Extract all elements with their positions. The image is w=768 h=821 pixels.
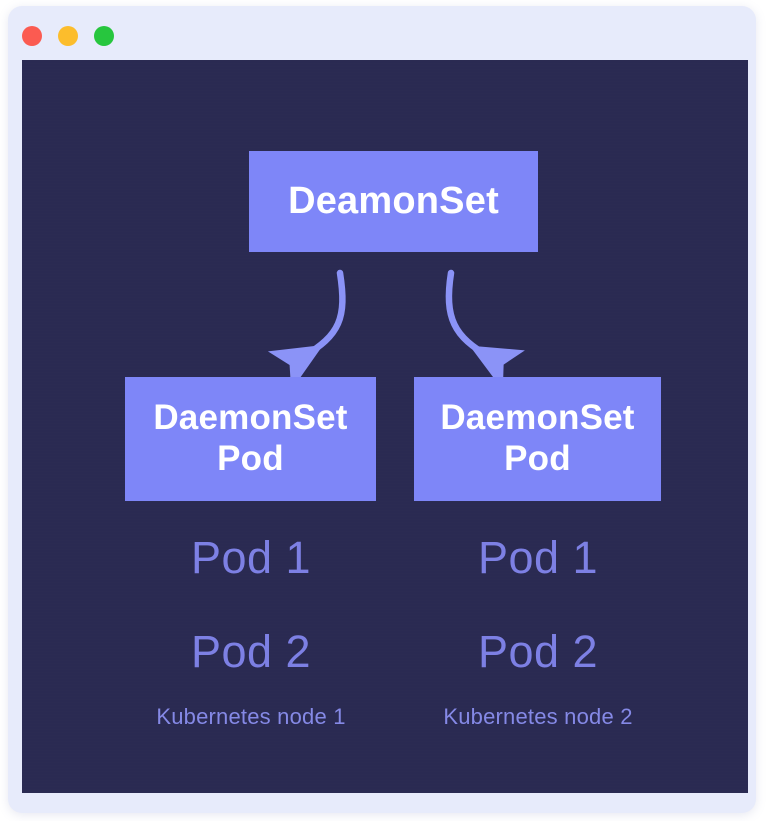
daemonset-pod-box-node-1-line2: Pod <box>217 439 284 478</box>
daemonset-pod-box-node-1-line1: DaemonSet <box>153 398 348 438</box>
title-bar <box>8 6 756 60</box>
daemonset-pod-box-node-1-text: DaemonSet Pod <box>153 398 347 479</box>
app-window: DeamonSet DaemonSet Pod <box>8 6 756 813</box>
daemonset-pod-box-node-2-text: DaemonSet Pod <box>440 398 634 479</box>
minimize-button[interactable] <box>58 26 78 46</box>
daemonset-controller-box[interactable]: DeamonSet <box>249 151 538 252</box>
close-button[interactable] <box>22 26 42 46</box>
daemonset-pod-box-node-1[interactable]: DaemonSet Pod <box>125 377 376 501</box>
node-2-pod-2-label: Pod 2 <box>477 626 599 677</box>
node-1-pod-1-label: Pod 1 <box>190 532 312 583</box>
kubernetes-node-2-caption: Kubernetes node 2 <box>443 704 633 729</box>
node-1-pod-2-label: Pod 2 <box>190 626 312 677</box>
arrow-daemonset-to-node-1 <box>267 269 346 391</box>
window-controls <box>22 26 114 46</box>
maximize-button[interactable] <box>94 26 114 46</box>
kubernetes-node-1-caption: Kubernetes node 1 <box>156 704 346 729</box>
daemonset-controller-label: DeamonSet <box>288 180 499 223</box>
daemonset-pod-box-node-2-line2: Pod <box>504 439 571 478</box>
arrow-daemonset-to-node-2 <box>445 269 525 391</box>
node-2-pod-1-label: Pod 1 <box>477 532 599 583</box>
diagram-canvas: DeamonSet DaemonSet Pod <box>22 60 748 793</box>
daemonset-pod-box-node-2[interactable]: DaemonSet Pod <box>414 377 661 501</box>
daemonset-pod-box-node-2-line1: DaemonSet <box>440 398 635 438</box>
